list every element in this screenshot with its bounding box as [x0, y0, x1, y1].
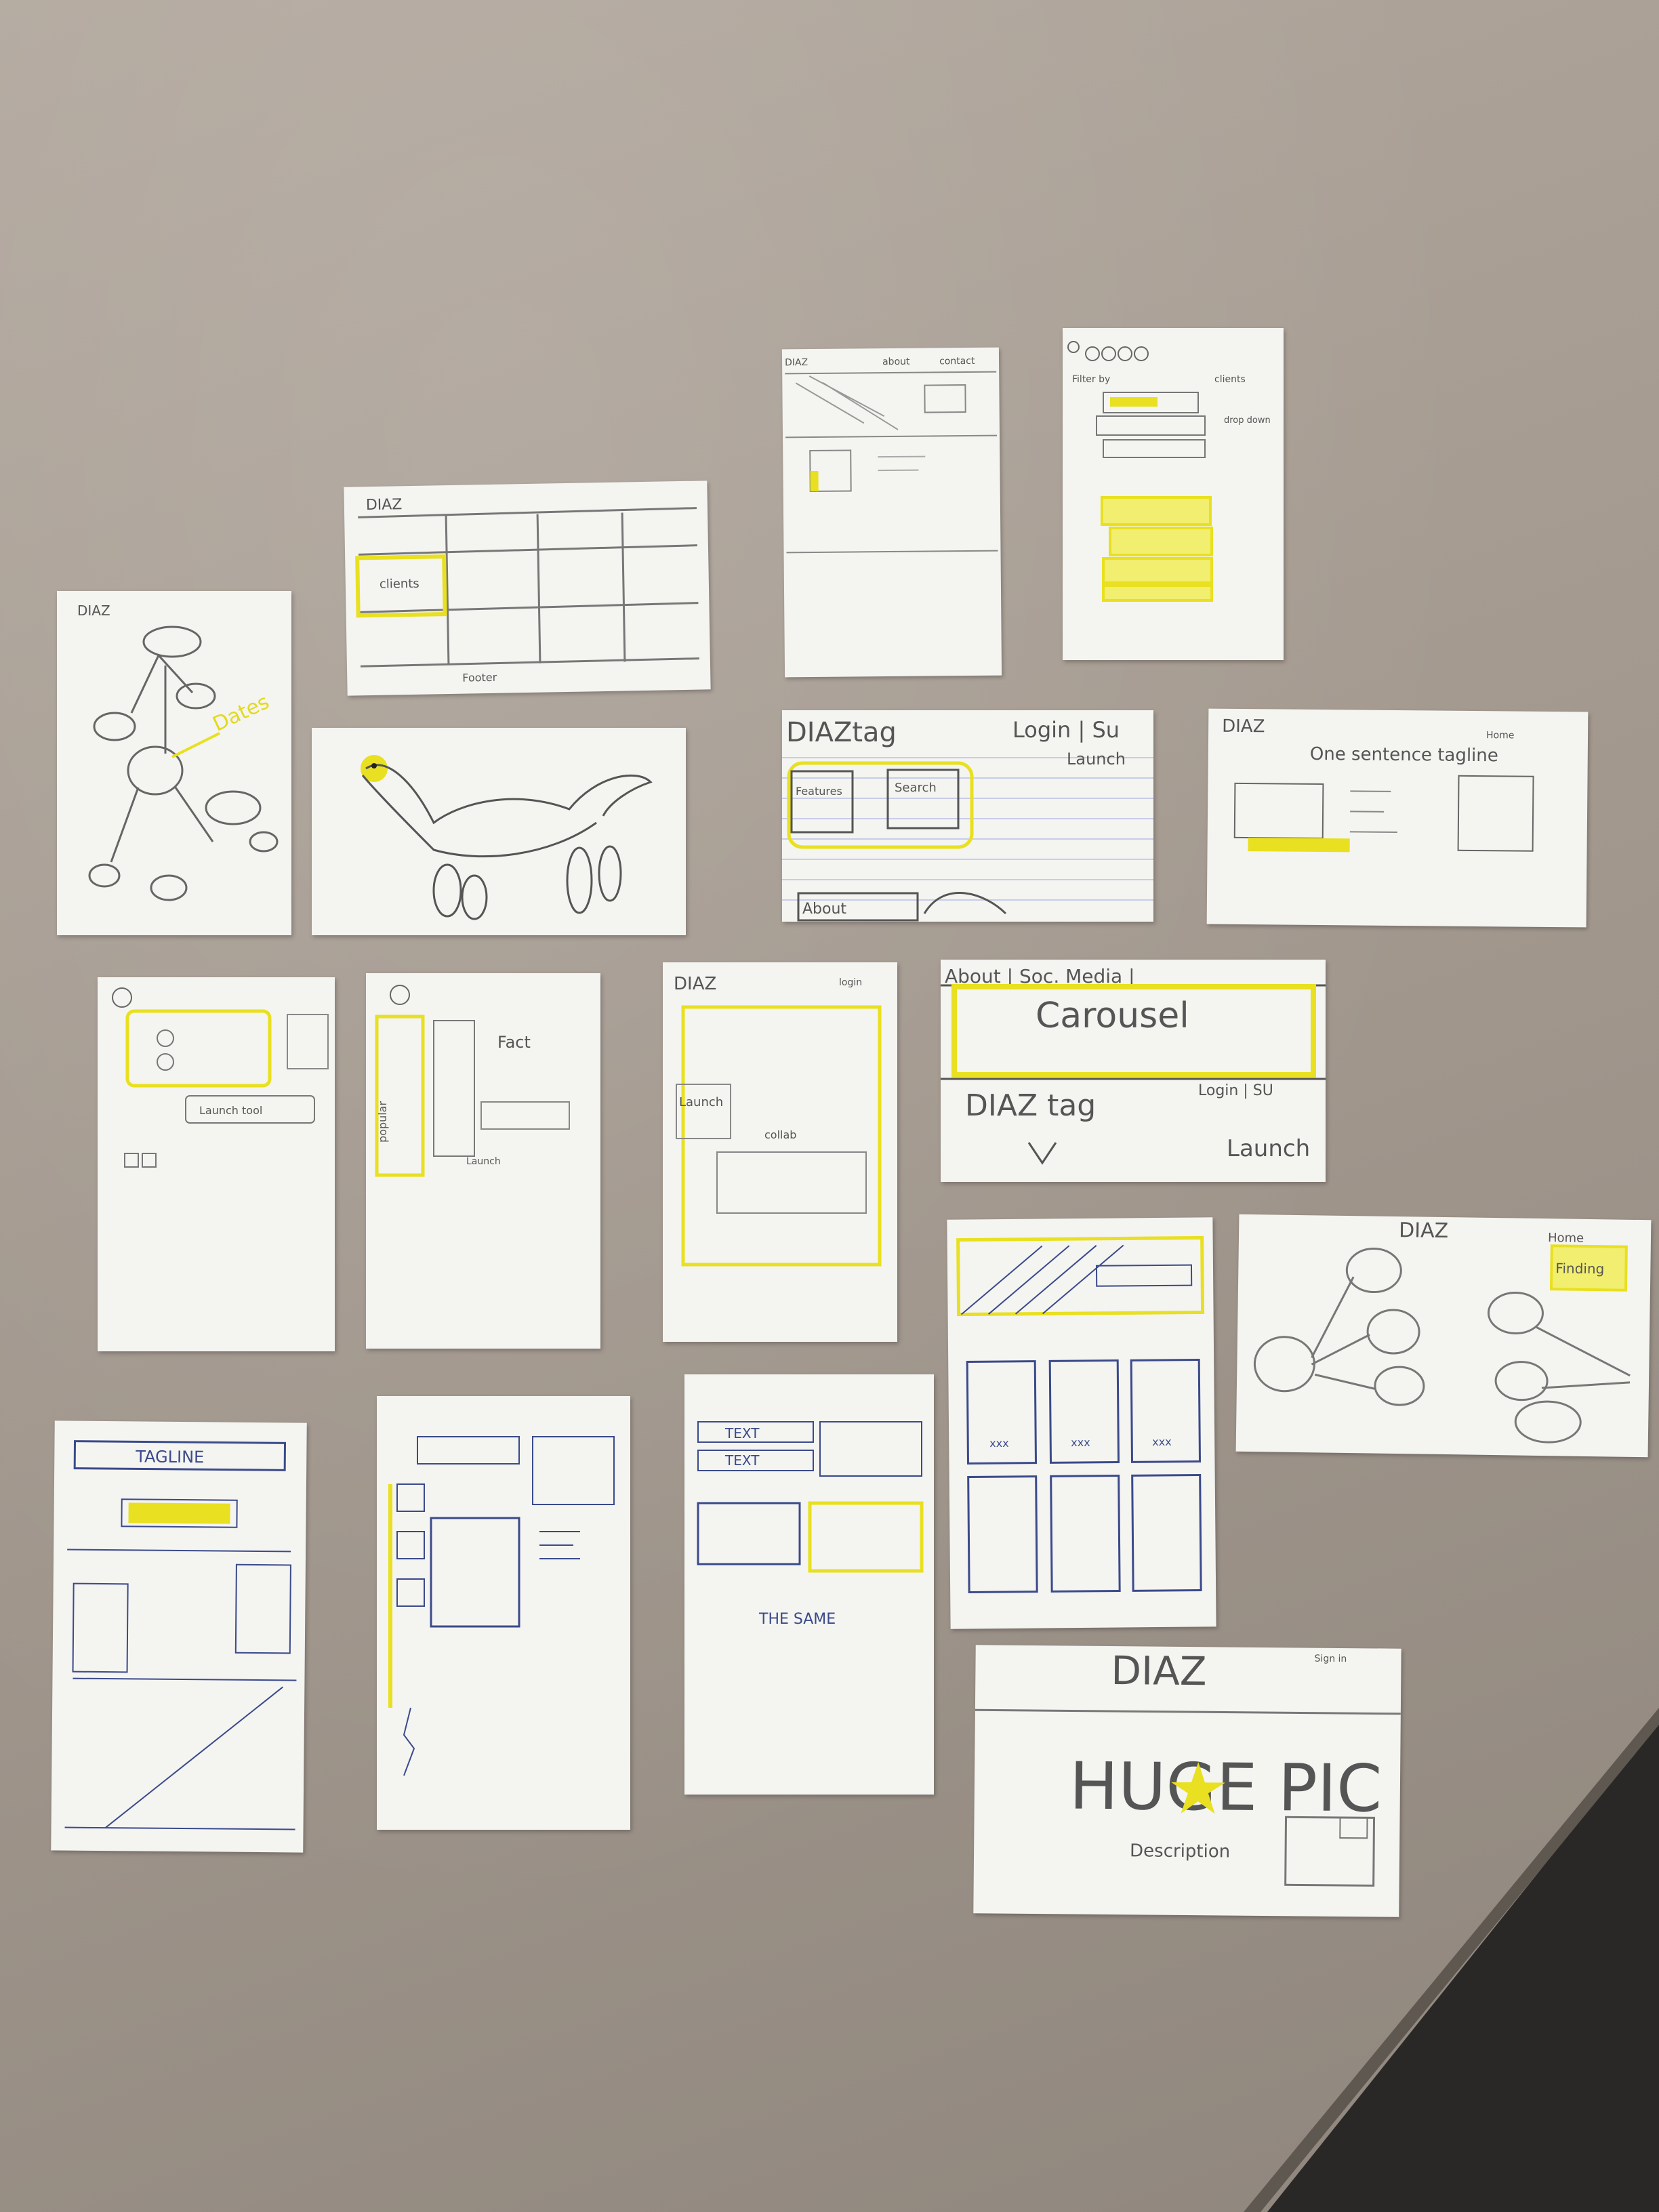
sign-in-link: Sign in [1315, 1654, 1347, 1664]
brand-label: DIAZ [785, 357, 808, 368]
home-link: Home [1548, 1231, 1584, 1246]
mobile-card-3: DIAZ login Launch collab [663, 962, 897, 1342]
about-label: About [802, 901, 846, 918]
popular-label: popular [376, 1101, 389, 1143]
video-caption: xxx [989, 1437, 1009, 1450]
diaztag-title: DIAZ tag [965, 1088, 1096, 1123]
carousel-card: About | Soc. Media | Carousel DIAZ tag L… [941, 960, 1326, 1182]
nav-about: about [882, 356, 910, 367]
nav-links: About | Soc. Media | [945, 965, 1135, 987]
login-link: login [839, 977, 862, 988]
launch-label: Launch [1067, 750, 1126, 769]
dinosaur-card [312, 728, 686, 935]
tagline-text: One sentence tagline [1310, 744, 1498, 766]
collab-label: collab [764, 1128, 796, 1141]
search-box: Search [895, 781, 937, 795]
network-card: DIAZ Home Finding [1235, 1214, 1652, 1458]
finding-label: Finding [1555, 1260, 1604, 1277]
filters-card: Filter by clients drop down [1063, 328, 1284, 660]
hugepic-card: DIAZ Sign in HUGE PIC Description [973, 1645, 1401, 1917]
filter-label: Filter by [1072, 374, 1110, 385]
grid-card: DIAZ clients Footer [344, 480, 711, 696]
tagline-sketch-card: TAGLINE [51, 1420, 307, 1853]
card-title: DIAZ [674, 974, 716, 994]
launch-button: Launch [466, 1156, 501, 1167]
mobile-card-1: Launch tool [98, 977, 335, 1351]
cell-label: clients [380, 577, 419, 592]
fact-label: Fact [497, 1033, 531, 1052]
card-title: DIAZ [77, 602, 110, 619]
diaztag-card: DIAZtag Login | Su Launch Features Searc… [782, 710, 1153, 922]
launch-label: Launch [679, 1095, 723, 1109]
dates-label: Dates [209, 690, 273, 737]
card-title: DIAZ [1111, 1647, 1207, 1694]
video-caption: xxx [1071, 1436, 1090, 1449]
carousel-label: Carousel [1036, 996, 1189, 1036]
topnav-card: DIAZ about contact [781, 347, 1002, 678]
mobile-card-2: Fact popular Launch [366, 973, 600, 1349]
tagline-card: DIAZ Home One sentence tagline [1206, 708, 1589, 928]
card-title: DIAZ [1399, 1218, 1449, 1243]
diaztag-title: DIAZtag [786, 717, 897, 748]
login-link: Login | SU [1198, 1082, 1273, 1099]
video-caption: xxx [1152, 1435, 1172, 1448]
huge-pic-label: HUGE PIC [1069, 1748, 1382, 1826]
card-title: DIAZ [366, 496, 403, 514]
nav-contact: contact [939, 356, 975, 367]
login-link: Login | Su [1012, 717, 1120, 743]
video-card: xxx xxx xxx [947, 1217, 1216, 1629]
card-title: DIAZ [1222, 716, 1265, 737]
sidenav-card [377, 1396, 630, 1830]
launch-button: Launch [1227, 1135, 1310, 1162]
launch-tool-button: Launch tool [199, 1104, 262, 1117]
the-same-label: THE SAME [758, 1611, 836, 1628]
stickman-card: DIAZ Dates [57, 591, 291, 935]
description-label: Description [1130, 1841, 1230, 1862]
home-link: Home [1486, 730, 1514, 741]
features-box: Features [796, 785, 842, 798]
text-box-2: TEXT [724, 1452, 760, 1469]
tagline-heading: TAGLINE [135, 1447, 204, 1467]
dropdown-label: drop down [1224, 415, 1271, 426]
clients-label: clients [1214, 374, 1246, 385]
the-same-card: TEXT TEXT THE SAME [684, 1374, 934, 1795]
footer-label: Footer [462, 671, 497, 684]
text-box-1: TEXT [724, 1425, 760, 1441]
